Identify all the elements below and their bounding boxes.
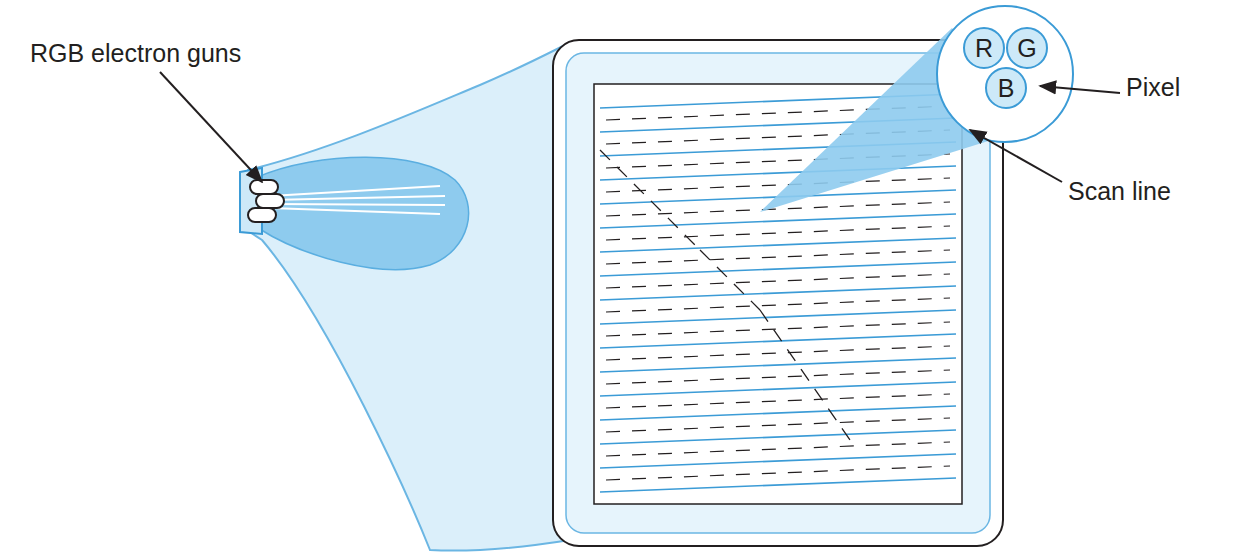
retrace-line: [606, 370, 950, 384]
leader-line: [160, 72, 262, 182]
scan-line: [600, 430, 956, 444]
electron-guns: [248, 180, 284, 222]
part-label: Scan line: [1068, 178, 1171, 206]
retrace-line: [606, 418, 950, 432]
retrace-line: [606, 298, 950, 312]
color-letter: B: [998, 76, 1015, 101]
color-dot: G: [1006, 27, 1048, 69]
scan-line: [600, 262, 956, 276]
scan-line: [600, 166, 956, 180]
retrace-line: [600, 150, 700, 250]
scan-line: [600, 310, 956, 324]
scan-line: [600, 238, 956, 252]
scan-line: [600, 382, 956, 396]
scan-line: [600, 286, 956, 300]
retrace-line: [606, 394, 950, 408]
scan-line: [600, 214, 956, 228]
retrace-line: [700, 250, 760, 310]
retrace-line: [606, 178, 950, 192]
electron-beams: [270, 186, 445, 214]
retrace-line: [760, 310, 850, 440]
part-label: RGB electron guns: [30, 40, 241, 68]
retrace-line: [606, 274, 950, 288]
part-label: Pixel: [1126, 74, 1180, 102]
color-dot: R: [963, 27, 1005, 69]
color-letter: R: [975, 36, 993, 61]
scan-line: [600, 454, 956, 468]
retrace-line: [606, 322, 950, 336]
beam-region: [255, 157, 469, 269]
scan-line: [600, 406, 956, 420]
leader-line: [970, 130, 1062, 182]
scan-line: [600, 478, 956, 492]
retrace-line: [606, 346, 950, 360]
color-letter: G: [1017, 36, 1036, 61]
leader-line: [1040, 86, 1120, 93]
retrace-line: [606, 250, 950, 264]
scan-line: [600, 358, 956, 372]
retrace-line: [606, 442, 950, 456]
retrace-line: [606, 466, 950, 480]
retrace-line: [606, 226, 950, 240]
crt-funnel: [244, 45, 570, 551]
pixel-magnifier: [937, 6, 1073, 142]
color-dot: B: [985, 67, 1027, 109]
